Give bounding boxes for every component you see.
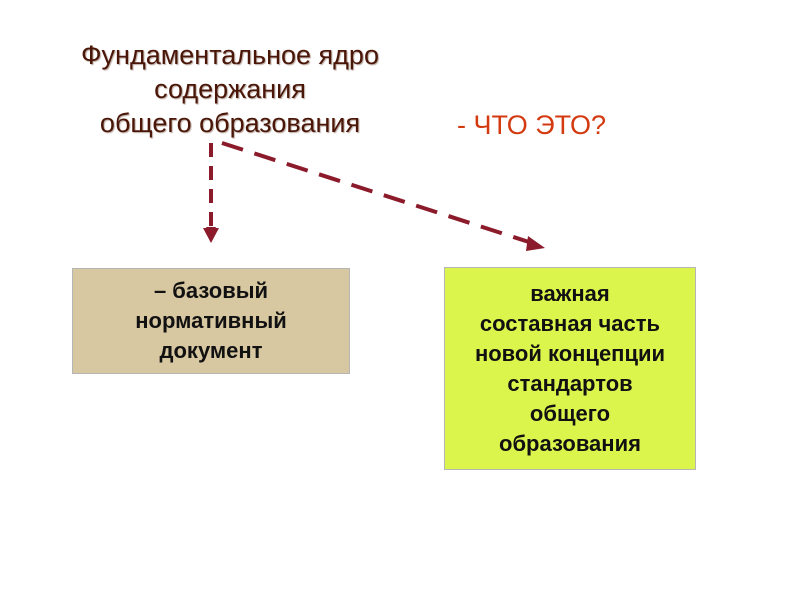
right-box-line-1: важная — [530, 280, 610, 306]
basic-document-box: – базовый нормативный документ — [72, 268, 350, 374]
title-line-2: содержания — [154, 74, 306, 104]
right-box-line-4: стандартов — [507, 370, 633, 396]
left-box-line-3: документ — [159, 338, 263, 363]
question-text: - ЧТО ЭТО? — [457, 110, 606, 140]
title-line-3: общего образования — [99, 108, 361, 138]
arrow-head-left — [203, 228, 219, 243]
arrow-to-right-box — [221, 141, 533, 245]
right-box-line-6: образования — [499, 430, 641, 456]
right-box-line-2: составная часть — [479, 310, 661, 336]
right-box-line-5: общего — [529, 400, 611, 426]
arrow-head-right — [526, 236, 545, 251]
slide-title: Фундаментальное ядро содержания общего о… — [20, 38, 440, 140]
title-line-1: Фундаментальное ядро — [81, 40, 379, 70]
important-part-box: важная составная часть новой концепции с… — [444, 267, 696, 470]
left-box-line-1: – базовый — [153, 278, 269, 303]
right-box-line-3: новой концепции — [474, 340, 666, 366]
left-box-line-2: нормативный — [135, 308, 287, 333]
